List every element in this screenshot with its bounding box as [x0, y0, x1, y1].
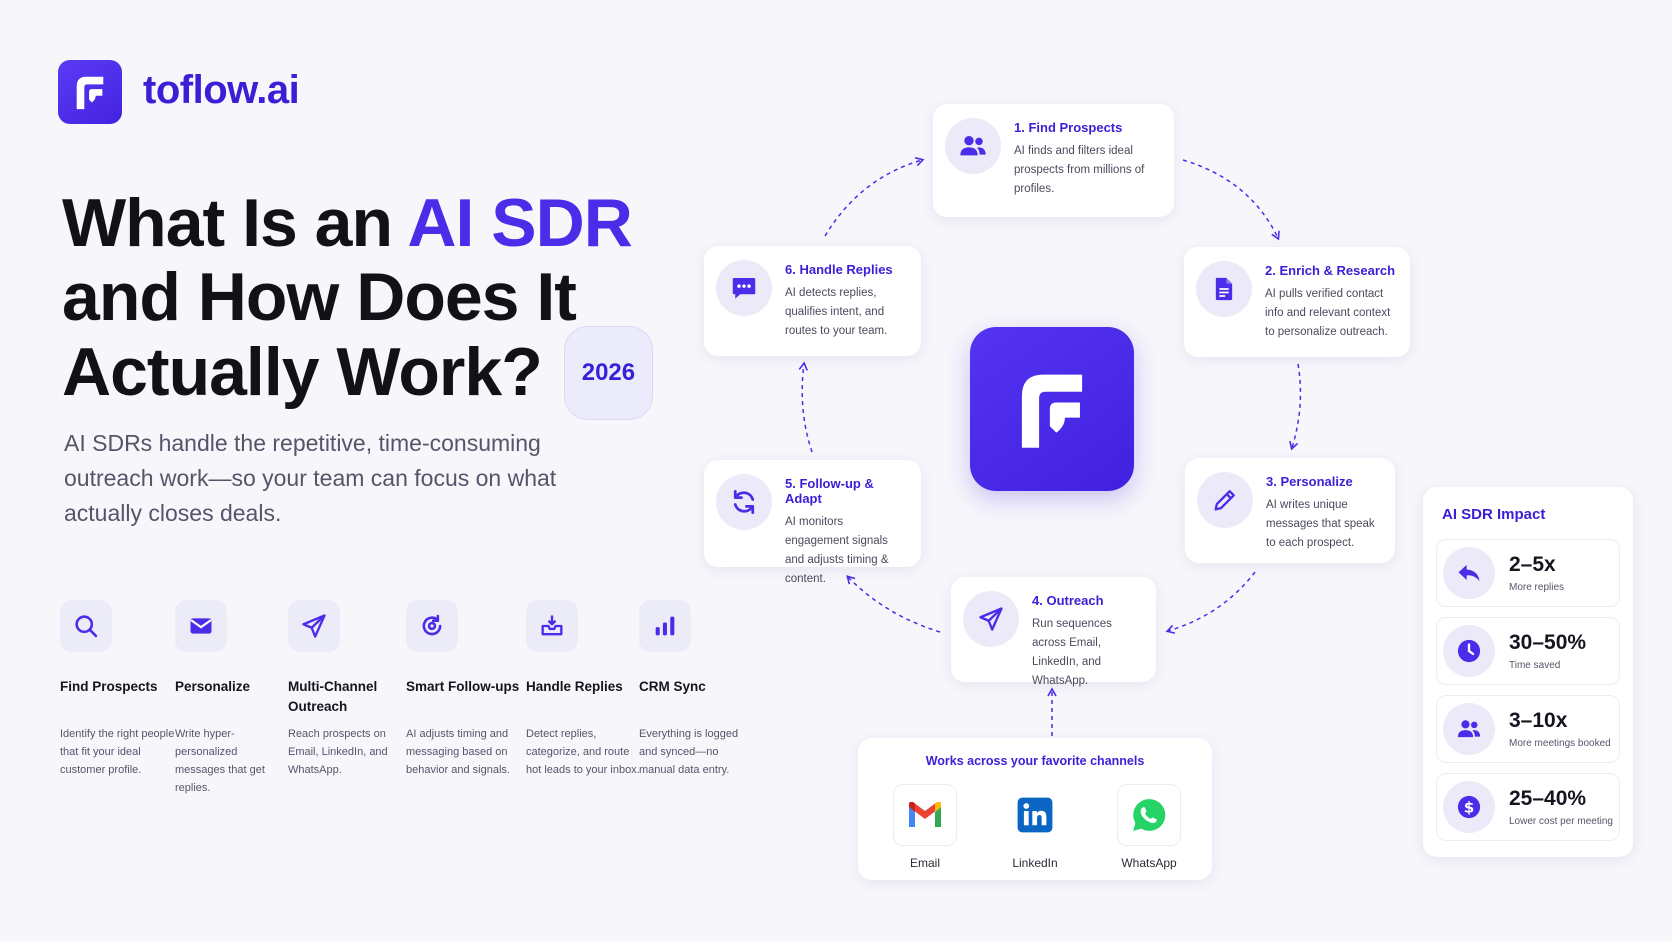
refresh-icon — [716, 474, 772, 530]
feature-name: Smart Follow-ups — [406, 679, 520, 694]
channel-whatsapp: WhatsApp — [1111, 784, 1187, 870]
feature-desc: Everything is logged and synced—no manua… — [639, 728, 739, 776]
title-prefix: What Is an — [62, 185, 408, 261]
step-card-5: 5. Follow-up & Adapt AI monitors engagem… — [704, 460, 921, 585]
envelope-icon — [175, 600, 227, 652]
users-icon — [1443, 703, 1495, 755]
page-title: What Is an AI SDR and How Does It Actual… — [62, 186, 702, 420]
step-card-3: 3. Personalize AI writes unique messages… — [1185, 458, 1395, 563]
dollar-icon: $ — [1443, 781, 1495, 833]
feature-name: Handle Replies — [526, 679, 623, 694]
impact-panel: AI SDR Impact 2–5x More replies 30–50% T… — [1423, 487, 1633, 857]
channels-panel: Works across your favorite channels Emai… — [858, 738, 1212, 880]
year-badge: 2026 — [563, 326, 654, 420]
title-line-3: Actually Work? — [62, 333, 543, 410]
linkedin-icon — [1003, 784, 1067, 846]
feature-find-prospects: Find Prospects Identify the right people… — [60, 600, 175, 779]
feature-name: Personalize — [175, 679, 251, 694]
bar-chart-icon — [639, 600, 691, 652]
metric-label: More meetings booked — [1509, 738, 1611, 749]
metric-cost: $ 25–40% Lower cost per meeting — [1436, 773, 1620, 841]
title-accent: AI SDR — [407, 185, 632, 261]
feature-desc: Identify the right people that fit your … — [60, 728, 175, 776]
step-title: 4. Outreach — [1032, 593, 1104, 608]
feature-desc: Reach prospects on Email, LinkedIn, and … — [288, 728, 388, 776]
feature-crm-sync: CRM Sync Everything is logged and synced… — [639, 600, 754, 779]
step-title: 6. Handle Replies — [785, 262, 893, 277]
metric-label: Lower cost per meeting — [1509, 816, 1613, 827]
document-icon — [1196, 261, 1252, 317]
feature-personalize: Personalize Write hyper-personalized mes… — [175, 600, 290, 797]
paper-plane-icon — [963, 591, 1019, 647]
inbox-icon — [526, 600, 578, 652]
metric-value: 30–50% — [1509, 631, 1587, 654]
step-card-6: 6. Handle Replies AI detects replies, qu… — [704, 246, 921, 356]
whatsapp-icon — [1117, 784, 1181, 846]
step-desc: AI detects replies, qualifies intent, an… — [785, 287, 888, 337]
svg-text:$: $ — [1464, 799, 1475, 817]
refresh-circle-icon — [406, 600, 458, 652]
arrow-3-to-4 — [1165, 571, 1256, 634]
feature-name: CRM Sync — [639, 679, 706, 694]
step-desc: AI writes unique messages that speak to … — [1266, 499, 1375, 549]
step-card-1: 1. Find Prospects AI finds and filters i… — [933, 104, 1174, 217]
pencil-icon — [1197, 472, 1253, 528]
metric-value: 2–5x — [1509, 553, 1556, 576]
channel-label: LinkedIn — [1012, 856, 1058, 870]
step-title: 2. Enrich & Research — [1265, 263, 1396, 278]
page-subtitle: AI SDRs handle the repetitive, time-cons… — [64, 430, 557, 526]
metric-label: More replies — [1509, 582, 1565, 593]
channel-email: Email — [887, 784, 963, 870]
metric-replies: 2–5x More replies — [1436, 539, 1620, 607]
title-line-2: and How Does It — [62, 259, 577, 335]
feature-smart-follow-ups: Smart Follow-ups AI adjusts timing and m… — [406, 600, 521, 779]
arrow-6-to-1 — [824, 157, 925, 237]
impact-title: AI SDR Impact — [1442, 506, 1546, 523]
arrow-2-to-3 — [1289, 363, 1302, 451]
metric-value: 3–10x — [1509, 709, 1568, 732]
center-logo — [970, 327, 1134, 491]
reply-arrow-icon — [1443, 547, 1495, 599]
metric-meetings: 3–10x More meetings booked — [1436, 695, 1620, 763]
chat-bubble-icon — [716, 260, 772, 316]
feature-multi-channel: Multi-Channel Outreach Reach prospects o… — [288, 600, 403, 779]
step-card-4: 4. Outreach Run sequences across Email, … — [951, 577, 1156, 687]
feature-handle-replies: Handle Replies Detect replies, categoriz… — [526, 600, 641, 779]
feature-desc: AI adjusts timing and messaging based on… — [406, 728, 510, 776]
step-desc: AI pulls verified contact info and relev… — [1265, 288, 1391, 338]
arrow-5-to-6 — [798, 361, 813, 453]
brand-name: toflow.ai — [143, 68, 300, 112]
feature-name: Multi-Channel Outreach — [288, 679, 378, 714]
step-desc: Run sequences across Email, LinkedIn, an… — [1032, 618, 1112, 687]
toflow-logo-icon — [76, 76, 104, 110]
step-title: 5. Follow-up & Adapt — [785, 476, 874, 506]
step-desc: AI finds and filters ideal prospects fro… — [1014, 145, 1145, 195]
step-title: 3. Personalize — [1266, 474, 1353, 489]
step-title: 1. Find Prospects — [1014, 120, 1123, 135]
metric-time-saved: 30–50% Time saved — [1436, 617, 1620, 685]
channel-linkedin: LinkedIn — [997, 784, 1073, 870]
toflow-logo-icon — [1021, 374, 1083, 448]
channels-title: Works across your favorite channels — [925, 754, 1145, 768]
users-icon — [945, 118, 1001, 174]
brand-logo-mark — [58, 60, 122, 124]
gmail-icon — [893, 784, 957, 846]
feature-desc: Write hyper-personalized messages that g… — [175, 728, 265, 794]
metric-label: Time saved — [1509, 660, 1561, 671]
step-card-2: 2. Enrich & Research AI pulls verified c… — [1184, 247, 1410, 357]
clock-icon — [1443, 625, 1495, 677]
search-icon — [60, 600, 112, 652]
metric-value: 25–40% — [1509, 787, 1587, 810]
paper-plane-icon — [288, 600, 340, 652]
feature-name: Find Prospects — [60, 679, 158, 694]
arrow-1-to-2 — [1182, 159, 1280, 241]
channel-label: Email — [909, 856, 940, 870]
channel-label: WhatsApp — [1121, 856, 1177, 870]
step-desc: AI monitors engagement signals and adjus… — [785, 516, 889, 585]
feature-desc: Detect replies, categorize, and route ho… — [526, 728, 640, 776]
